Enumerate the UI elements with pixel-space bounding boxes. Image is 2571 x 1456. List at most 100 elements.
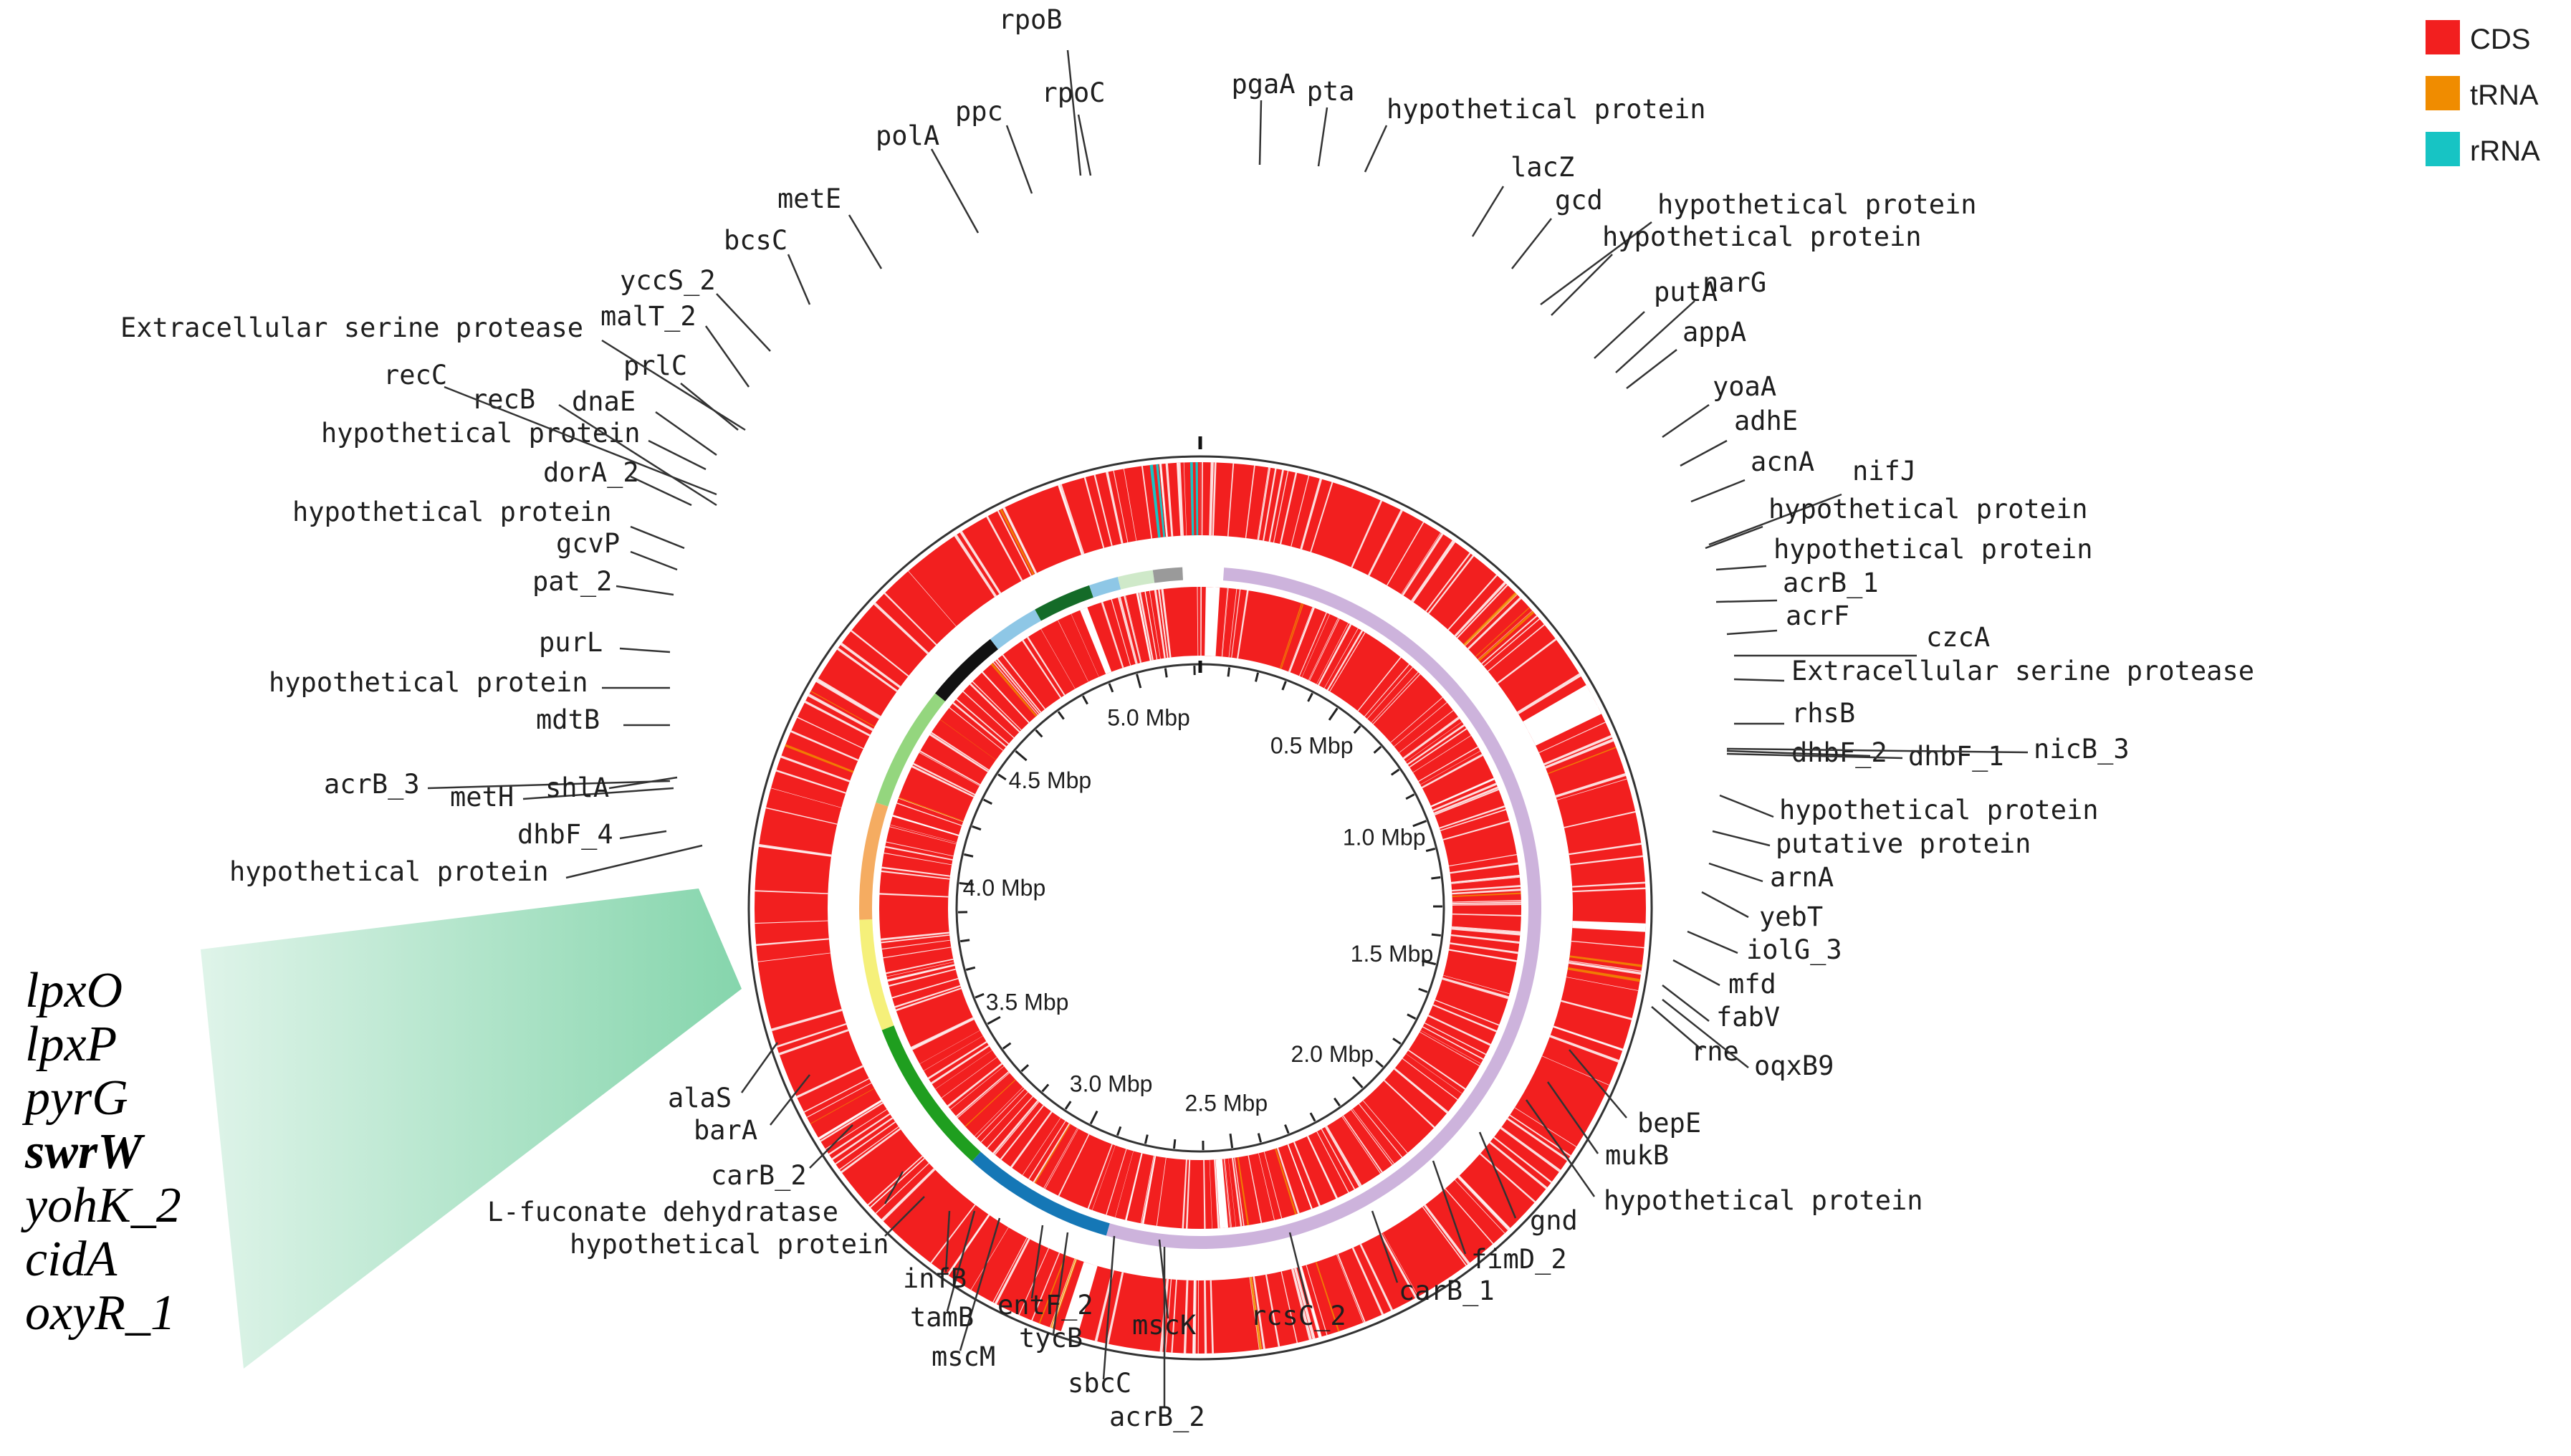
gene-leader-line	[1030, 1225, 1044, 1299]
scale-tick	[1164, 668, 1168, 678]
gene-label: shlA	[545, 772, 609, 803]
gene-label: putative protein	[1776, 828, 2031, 859]
gene-label: metH	[450, 782, 514, 813]
scale-label: 1.5 Mbp	[1351, 941, 1434, 967]
gene-leader-line	[1690, 479, 1746, 503]
gene-leader-line	[716, 293, 771, 352]
gene-leader-line	[1511, 218, 1552, 269]
gene-leader-line	[619, 647, 671, 653]
gene-label: malT_2	[600, 301, 696, 332]
gene-label: Extracellular serine protease	[120, 312, 583, 343]
gene-label: bepE	[1637, 1108, 1701, 1139]
scale-tick	[1412, 820, 1427, 828]
gene-leader-line	[630, 550, 678, 571]
gene-label: L-fuconate dehydratase	[487, 1197, 838, 1227]
contig-segment	[1035, 585, 1093, 621]
scale-label: 4.0 Mbp	[963, 875, 1046, 901]
gene-label: czcA	[1926, 622, 1990, 653]
gene-label: pgaA	[1231, 69, 1295, 100]
scale-tick	[1328, 707, 1339, 721]
scale-tick	[1425, 847, 1436, 853]
gene-leader-line	[1258, 100, 1263, 166]
gene-label: hypothetical protein	[1779, 795, 2099, 825]
gene-leader-line	[1708, 862, 1763, 883]
scale-label: 2.0 Mbp	[1291, 1041, 1374, 1067]
scale-tick	[987, 1016, 1001, 1025]
gene-label: Extracellular serine protease	[1791, 656, 2254, 686]
scale-tick	[1392, 1038, 1402, 1045]
gene-leader-line	[704, 325, 750, 388]
gene-leader-line	[1471, 186, 1505, 237]
gene-label: nicB_3	[2034, 734, 2130, 765]
gene-leader-line	[1364, 125, 1388, 173]
gene-leader-line	[630, 525, 685, 550]
rrna-mark	[1195, 462, 1199, 536]
scale-tick	[1255, 672, 1260, 682]
rrna-mark	[1189, 462, 1194, 536]
gene-leader-line	[648, 439, 707, 471]
scale-tick	[1421, 959, 1437, 966]
island-gene-name: swrW	[24, 1124, 145, 1179]
gene-label: arnA	[1770, 862, 1834, 893]
gene-leader-line	[1705, 525, 1763, 550]
scale-tick	[1057, 711, 1065, 720]
gene-label: ppc	[955, 96, 1003, 127]
reverse-cds-ring	[879, 587, 1522, 1230]
gene-label: bcsC	[724, 225, 787, 256]
gene-label: hypothetical protein	[1387, 94, 1706, 125]
gene-label: dhbF_2	[1791, 737, 1887, 769]
gene-leader-line	[848, 214, 883, 269]
gene-label: gcvP	[556, 528, 620, 559]
island-gene-name: yohK_2	[21, 1178, 181, 1233]
outer-outline-ring	[747, 455, 1653, 1361]
gene-label: mdtB	[536, 704, 600, 735]
gene-label: fimD_2	[1471, 1244, 1567, 1275]
scale-tick	[1351, 1076, 1364, 1088]
gene-leader-line	[565, 844, 703, 879]
scale-tick	[982, 798, 992, 805]
gene-label: recC	[383, 360, 447, 391]
scale-tick	[1407, 1013, 1417, 1020]
island-gene-name: pyrG	[21, 1071, 128, 1126]
scale-tick	[1081, 695, 1088, 705]
gene-leader-line	[601, 339, 746, 431]
gene-label: prlC	[623, 350, 687, 381]
gene-leader-line	[1626, 349, 1677, 389]
rrna-mark	[1156, 464, 1166, 537]
gene-leader-line	[1726, 752, 1903, 760]
contig-segment	[935, 638, 999, 701]
contig-segment	[881, 1025, 981, 1162]
gene-leader-line	[1712, 830, 1771, 847]
gene-leader-line	[1540, 221, 1652, 306]
gene-label: hypothetical protein	[321, 418, 641, 449]
scale-tick	[1136, 674, 1142, 689]
legend-label: rRNA	[2470, 135, 2540, 167]
gene-label: narG	[1703, 267, 1766, 298]
scale-tick	[964, 853, 974, 858]
gene-label: adhE	[1734, 406, 1798, 436]
gene-label: pta	[1307, 76, 1355, 107]
gene-leader-line	[1594, 311, 1645, 359]
gene-label: rpoB	[998, 4, 1062, 35]
gene-label: dnaE	[572, 386, 636, 417]
gene-label: hypothetical protein	[292, 497, 612, 527]
gene-label: hypothetical protein	[1768, 494, 2088, 525]
gene-leader-line	[1708, 493, 1842, 546]
contig-segment	[876, 693, 946, 807]
gene-label: acrB_3	[324, 769, 420, 800]
gene-label: gcd	[1555, 185, 1603, 216]
scale-label: 0.5 Mbp	[1270, 732, 1354, 758]
gene-label: yccS_2	[620, 265, 716, 297]
gene-label: carB_2	[711, 1160, 807, 1192]
gene-leader-line	[1662, 403, 1710, 439]
gene-leader-line	[655, 411, 717, 456]
scale-tick	[1035, 729, 1043, 738]
gene-leader-line	[1052, 1232, 1069, 1335]
scale-tick	[959, 881, 974, 886]
gene-leader-line	[1726, 629, 1778, 636]
scale-tick	[1227, 667, 1231, 677]
gene-label: rcsC_2	[1250, 1301, 1346, 1332]
gene-leader-line	[884, 1171, 904, 1204]
island-gene-name: cidA	[25, 1232, 118, 1287]
gene-label: mscM	[932, 1341, 995, 1372]
